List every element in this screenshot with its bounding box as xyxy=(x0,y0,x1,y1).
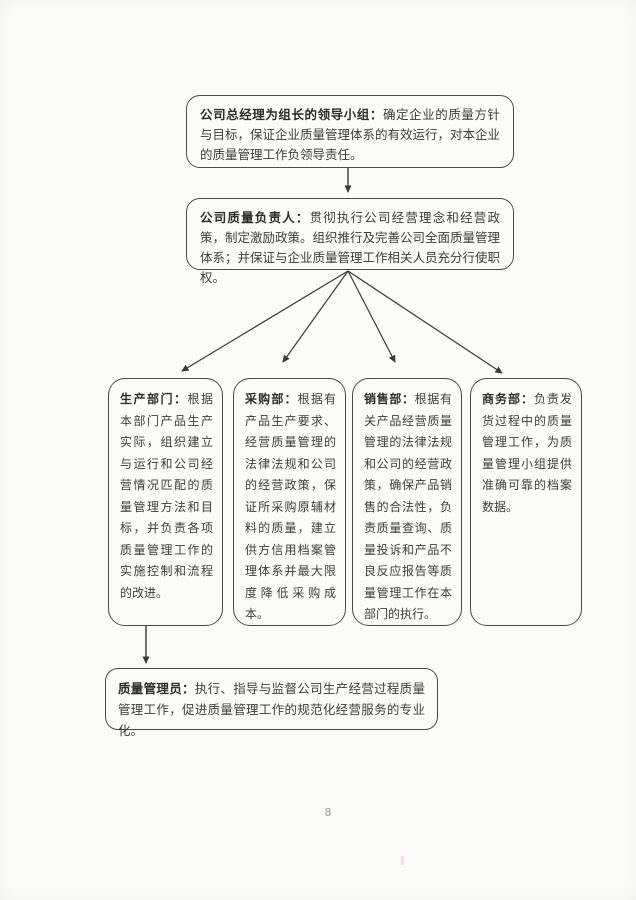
production-dept-box: 生产部门：根据本部门产品生产实际，组织建立与运行和公司经营情况匹配的质量管理方法… xyxy=(108,378,223,626)
purchasing-dept-title: 采购部： xyxy=(245,392,298,406)
production-dept-title: 生产部门： xyxy=(120,392,188,406)
leadership-group-body: 确定企业的质量方针与目标，保证企业质量管理体系的有效运行，对本企业的质量管理工作… xyxy=(200,107,501,162)
sales-dept-body: 根据有关产品经营质量管理的法律法规和公司的经营政策，确保产品销售的合法性，负责质… xyxy=(364,392,452,621)
production-dept-body: 根据本部门产品生产实际，组织建立与运行和公司经营情况匹配的质量管理方法和目标，并… xyxy=(120,392,213,600)
leadership-group-title: 公司总经理为组长的领导小组： xyxy=(200,107,383,122)
quality-manager-body: 执行、指导与监督公司生产经营过程质量管理工作，促进质量管理工作的规范化经营服务的… xyxy=(118,681,425,738)
commerce-dept-text: 商务部：负责发货过程中的质量管理工作，为质量管理小组提供准确可靠的档案数据。 xyxy=(482,389,572,518)
quality-head-box: 公司质量负责人：贯彻执行公司经营理念和经营政策，制定激励政策。组织推行及完善公司… xyxy=(186,198,514,285)
quality-head-title: 公司质量负责人： xyxy=(200,210,310,225)
quality-head-body: 贯彻执行公司经营理念和经营政策，制定激励政策。组织推行及完善公司全面质量管理体系… xyxy=(200,210,501,285)
leadership-group-box: 公司总经理为组长的领导小组：确定企业的质量方针与目标，保证企业质量管理体系的有效… xyxy=(186,95,514,168)
production-dept-text: 生产部门：根据本部门产品生产实际，组织建立与运行和公司经营情况匹配的质量管理方法… xyxy=(120,389,213,604)
quality-head-text: 公司质量负责人：贯彻执行公司经营理念和经营政策，制定激励政策。组织推行及完善公司… xyxy=(200,208,500,288)
sales-dept-text: 销售部：根据有关产品经营质量管理的法律法规和公司的经营政策，确保产品销售的合法性… xyxy=(364,389,452,626)
purchasing-dept-text: 采购部：根据有产品生产要求、经营质量管理的法律法规和公司的经营政策，保证所采购原… xyxy=(245,389,336,626)
commerce-dept-box: 商务部：负责发货过程中的质量管理工作，为质量管理小组提供准确可靠的档案数据。 xyxy=(470,378,582,626)
sales-dept-title: 销售部： xyxy=(364,392,415,406)
commerce-dept-body: 负责发货过程中的质量管理工作，为质量管理小组提供准确可靠的档案数据。 xyxy=(482,392,572,514)
leadership-group-text: 公司总经理为组长的领导小组：确定企业的质量方针与目标，保证企业质量管理体系的有效… xyxy=(200,105,500,165)
quality-manager-box: 质量管理员：执行、指导与监督公司生产经营过程质量管理工作，促进质量管理工作的规范… xyxy=(105,668,438,738)
commerce-dept-title: 商务部： xyxy=(482,392,534,406)
purchasing-dept-body: 根据有产品生产要求、经营质量管理的法律法规和公司的经营政策，保证所采购原辅材料的… xyxy=(245,392,336,621)
purchasing-dept-box: 采购部：根据有产品生产要求、经营质量管理的法律法规和公司的经营政策，保证所采购原… xyxy=(233,378,346,626)
page-number: 8 xyxy=(324,806,332,819)
quality-manager-text: 质量管理员：执行、指导与监督公司生产经营过程质量管理工作，促进质量管理工作的规范… xyxy=(118,678,425,741)
sales-dept-box: 销售部：根据有关产品经营质量管理的法律法规和公司的经营政策，确保产品销售的合法性… xyxy=(352,378,462,626)
scan-artifact xyxy=(401,856,404,865)
quality-manager-title: 质量管理员： xyxy=(118,681,195,696)
